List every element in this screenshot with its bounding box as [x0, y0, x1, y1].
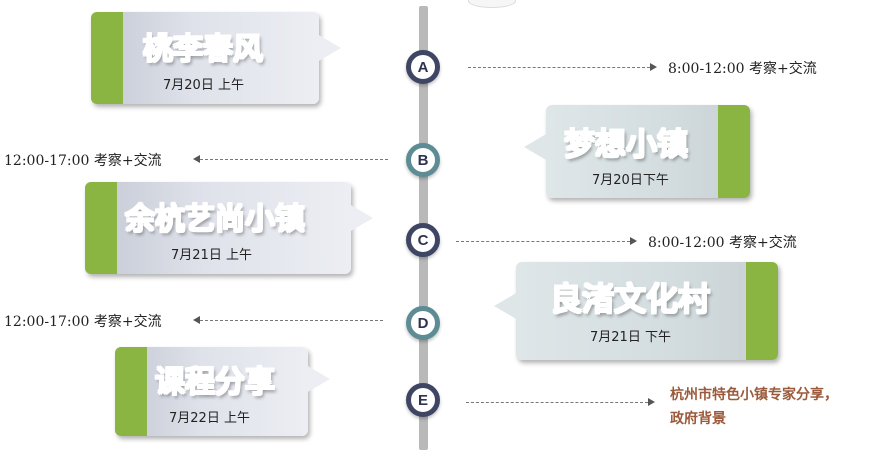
card-accent-bar	[91, 12, 123, 104]
card-pointer	[524, 133, 548, 161]
card-b: 梦想小镇 7月20日下午	[524, 105, 750, 198]
arrow-right-icon	[630, 237, 637, 245]
card-date: 7月20日下午	[592, 173, 669, 188]
card-accent-bar	[718, 105, 750, 198]
connector-line	[466, 402, 648, 403]
card-accent-bar	[746, 262, 778, 360]
connector-line	[200, 159, 388, 160]
schedule-text: 8:00-12:00 考察+交流	[668, 61, 817, 77]
card-accent-bar	[115, 347, 147, 436]
note-line-2: 政府背景	[670, 411, 726, 427]
schedule-text: 12:00-17:00 考察+交流	[4, 314, 162, 330]
card-title: 余杭艺尚小镇	[125, 194, 305, 238]
timeline-node-c: C	[406, 223, 440, 257]
connector-line	[468, 67, 650, 68]
card-date: 7月21日 上午	[171, 248, 252, 263]
card-d: 良渚文化村 7月21日 下午	[494, 262, 778, 360]
timeline-node-a: A	[406, 50, 440, 84]
connector-line	[456, 241, 630, 242]
timeline-node-b: B	[406, 143, 440, 177]
note-line-1: 杭州市特色小镇专家分享，	[670, 387, 838, 403]
card-date: 7月20日 上午	[163, 78, 244, 93]
card-c: 余杭艺尚小镇 7月21日 上午	[85, 182, 373, 274]
card-title: 课程分享	[155, 357, 275, 401]
card-pointer	[349, 204, 373, 232]
arrow-left-icon	[193, 155, 200, 163]
card-date: 7月21日 下午	[590, 330, 671, 345]
card-accent-bar	[85, 182, 117, 274]
arrow-left-icon	[193, 316, 200, 324]
top-decoration	[468, 0, 516, 8]
arrow-right-icon	[648, 398, 655, 406]
card-title: 良渚文化村	[550, 274, 710, 320]
card-date: 7月22日 上午	[169, 411, 250, 426]
connector-line	[200, 320, 383, 321]
card-title: 桃李春风	[143, 24, 263, 68]
card-a: 桃李春风 7月20日 上午	[91, 12, 341, 104]
timeline-node-e: E	[406, 383, 440, 417]
card-title: 梦想小镇	[564, 119, 688, 164]
card-pointer	[494, 292, 518, 320]
card-e: 课程分享 7月22日 上午	[115, 347, 330, 436]
schedule-text: 12:00-17:00 考察+交流	[4, 153, 162, 169]
arrow-right-icon	[650, 63, 657, 71]
schedule-text: 8:00-12:00 考察+交流	[648, 235, 797, 251]
card-pointer	[317, 34, 341, 62]
card-pointer	[306, 365, 330, 393]
timeline-node-d: D	[406, 306, 440, 340]
